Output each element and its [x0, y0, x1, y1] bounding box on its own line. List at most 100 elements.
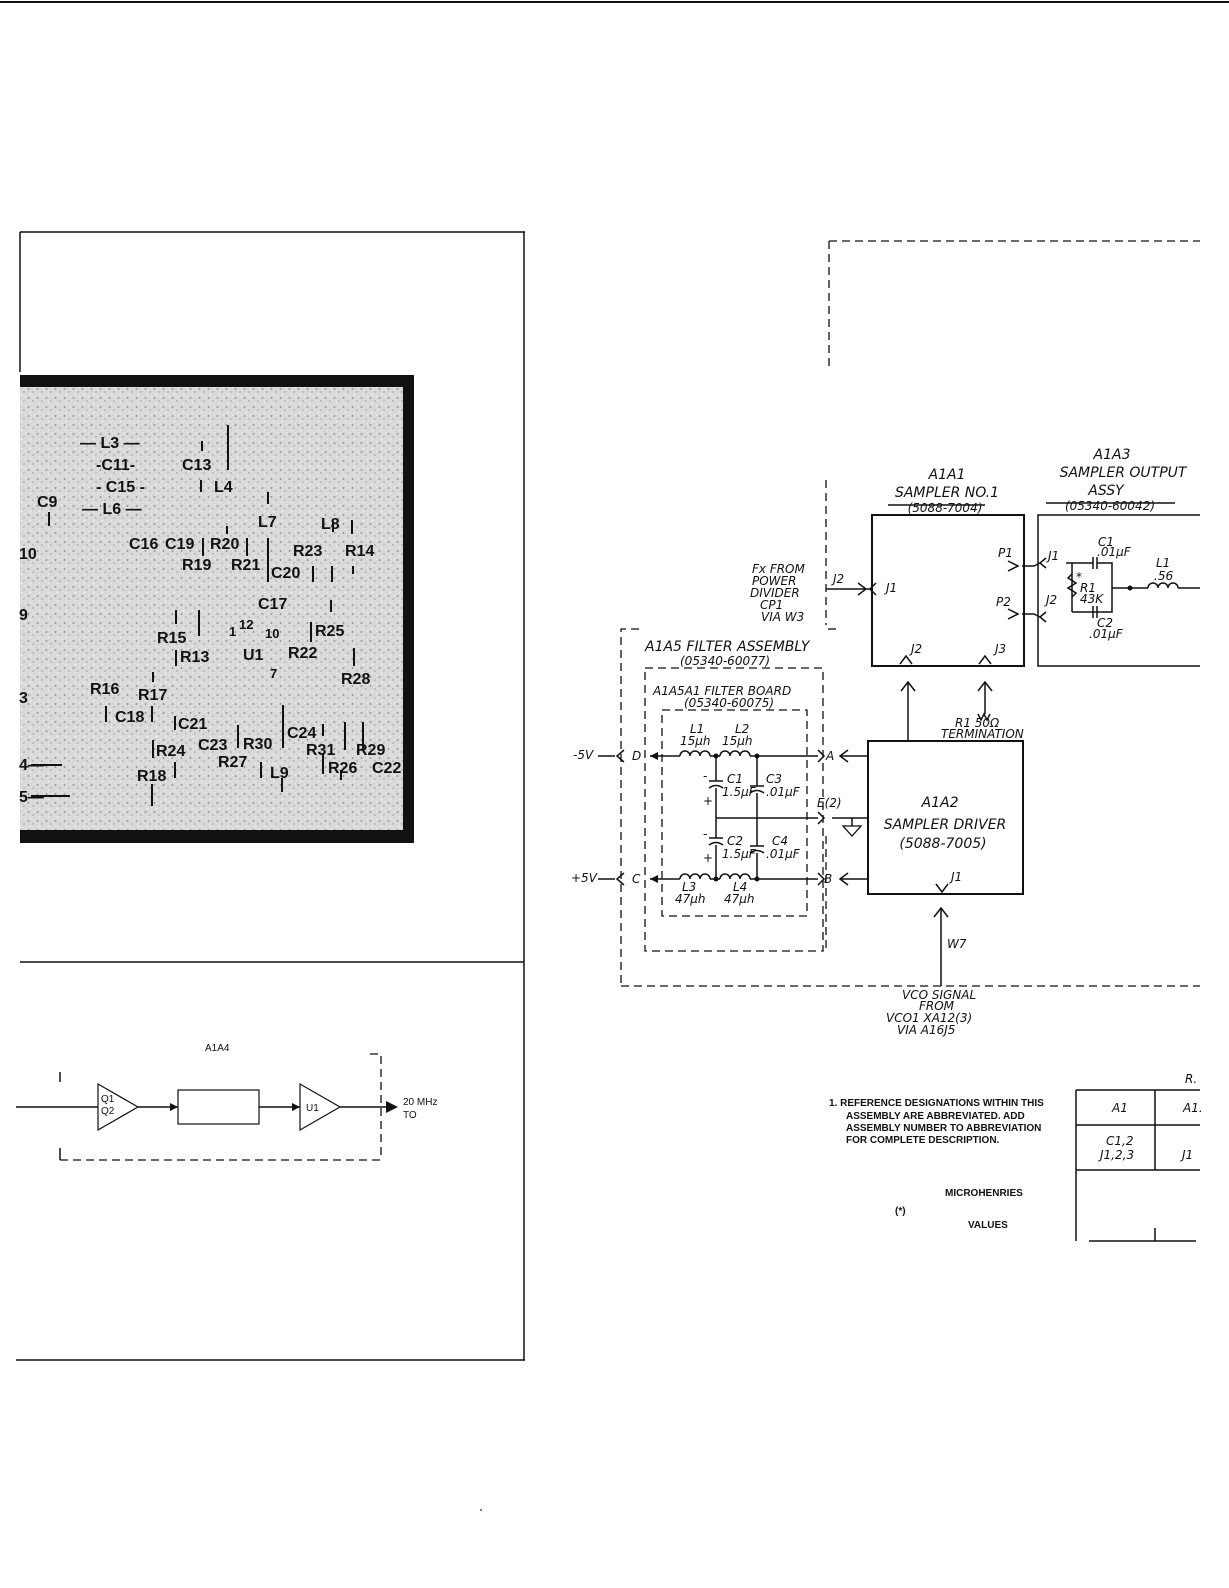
jack-label: J3 — [993, 642, 1006, 656]
port-label: E(2) — [817, 796, 842, 810]
amplifier-label: Q2 — [101, 1106, 115, 1117]
part-label: C3 — [766, 772, 782, 786]
a1a1-sampler-block: A1A1 SAMPLER NO.1 (5088-7004) J1 P1 P2 J… — [871, 467, 1025, 667]
pcb-label: C9 — [37, 494, 58, 511]
table-cell: J1 — [1180, 1148, 1193, 1162]
pcb-edge-label: 9 — [19, 607, 28, 624]
block-label: A1A1 — [928, 467, 966, 483]
block-label: A1A5A1 FILTER BOARD — [652, 684, 791, 698]
pcb-label: R26 — [328, 760, 357, 777]
pcb-labels: — L3 — -C11- C13 - C15 - L4 C9 — L6 — L7… — [19, 435, 401, 806]
svg-text:+: + — [703, 851, 713, 865]
table-corner: R. — [1185, 1072, 1197, 1086]
part-label: .01μF — [1089, 627, 1124, 641]
note-values: VALUES — [968, 1220, 1008, 1231]
note-line: 1. REFERENCE DESIGNATIONS WITHIN THIS — [829, 1098, 1044, 1109]
output-label: TO — [403, 1110, 417, 1121]
pcb-label: U1 — [243, 647, 264, 664]
pcb-label: R25 — [315, 623, 344, 640]
port-label: A — [825, 749, 834, 763]
pcb-label: R29 — [356, 742, 385, 759]
jack-label: W7 — [947, 937, 967, 951]
jack-label: J2 — [831, 572, 844, 586]
part-label: L1 — [1156, 556, 1170, 570]
note-line: ASSEMBLY ARE ABBREVIATED. ADD — [846, 1111, 1025, 1122]
table-cell: J1,2,3 — [1098, 1148, 1134, 1162]
pcb-edge-label: 3 — [19, 690, 28, 707]
amplifier-label: Q1 — [101, 1094, 115, 1105]
pcb-edge-label: 10 — [19, 546, 37, 563]
pcb-label: -C11- — [96, 457, 135, 474]
notes: 1. REFERENCE DESIGNATIONS WITHIN THIS AS… — [829, 1098, 1044, 1231]
part-label: C4 — [772, 834, 788, 848]
part-label: 1.5μF — [722, 847, 757, 861]
pcb-label: R23 — [293, 543, 322, 560]
part-label: 43K — [1080, 592, 1104, 606]
pcb-label: L4 — [214, 479, 233, 496]
block-label: (05340-60075) — [684, 696, 774, 710]
part-label: 15μh — [680, 734, 711, 748]
pcb-label: C20 — [271, 565, 300, 582]
termination-label: TERMINATION — [941, 727, 1024, 741]
pcb-label: R20 — [210, 536, 239, 553]
pcb-pin: 7 — [270, 666, 277, 681]
table-cell: C1,2 — [1106, 1134, 1133, 1148]
jack-label: J2 — [909, 642, 922, 656]
supply-label: -5V — [573, 748, 594, 762]
pcb-pin: 12 — [239, 617, 253, 632]
amplifier-q1-q2 — [97, 1082, 140, 1132]
signal-label: FROM — [919, 999, 955, 1013]
pcb-pin: 10 — [265, 626, 279, 641]
pcb-label: R31 — [306, 742, 335, 759]
part-label: .01μF — [1097, 545, 1132, 559]
pcb-label: R27 — [218, 754, 247, 771]
pcb-label: R17 — [138, 687, 167, 704]
jack-label: J2 — [1044, 593, 1057, 607]
part-label: L1 — [690, 722, 704, 736]
signal-label: CP1 — [760, 598, 783, 612]
part-label: L4 — [733, 880, 747, 894]
jack-label: P2 — [996, 595, 1011, 609]
block-label: A1A3 — [1093, 447, 1131, 463]
signal-label: VCO SIGNAL — [902, 988, 976, 1002]
table-header: A1. — [1182, 1101, 1203, 1115]
pcb-label: R16 — [90, 681, 119, 698]
pcb-label: C18 — [115, 709, 144, 726]
port-label: D — [632, 749, 641, 763]
pcb-pin: 1 — [229, 624, 236, 639]
fx-input: Fx FROM POWER DIVIDER CP1 VIA W3 J2 — [750, 562, 877, 624]
pcb-label: — L6 — — [82, 501, 142, 518]
part-label: .01μF — [766, 847, 801, 861]
pcb-label: C21 — [178, 716, 207, 733]
part-label: C1 — [1098, 535, 1114, 549]
a1a5-filter-assembly: A1A5 FILTER ASSEMBLY (05340-60077) A1A5A… — [571, 628, 868, 986]
block-label: SAMPLER OUTPUT — [1060, 465, 1188, 481]
pcb-label: R13 — [180, 649, 209, 666]
pcb-panel — [19, 231, 525, 963]
pcb-label: R22 — [288, 645, 317, 662]
jack-label: P1 — [998, 546, 1013, 560]
signal-label: DIVIDER — [750, 586, 800, 600]
part-label: 47μh — [675, 892, 706, 906]
pcb-label: R30 — [243, 736, 272, 753]
block-label: ASSY — [1087, 483, 1125, 499]
reference-table: R. A1 A1. C1,2 J1,2,3 J1 — [1075, 1072, 1203, 1242]
note-star: (*) — [895, 1206, 906, 1217]
part-label: 47μh — [724, 892, 755, 906]
termination-label: R1 50Ω — [955, 716, 1000, 730]
block-label: (5088-7005) — [899, 836, 986, 852]
output-label: 20 MHz — [403, 1097, 437, 1108]
block-label: A1A5 FILTER ASSEMBLY — [644, 639, 811, 655]
svg-text:+: + — [703, 794, 713, 808]
note-line: ASSEMBLY NUMBER TO ABBREVIATION — [846, 1123, 1041, 1134]
note-microhenries: MICROHENRIES — [945, 1188, 1023, 1199]
pcb-label: R18 — [137, 768, 166, 785]
pcb-label: C13 — [182, 457, 211, 474]
pcb-label: R21 — [231, 557, 260, 574]
pcb-label: C19 — [165, 536, 194, 553]
part-label: R1 — [1080, 581, 1096, 595]
schematic: A1A1 SAMPLER NO.1 (5088-7004) J1 P1 P2 J… — [571, 240, 1203, 1242]
pcb-label: L9 — [270, 765, 289, 782]
signal-label: VCO1 XA12(3) — [886, 1011, 972, 1025]
